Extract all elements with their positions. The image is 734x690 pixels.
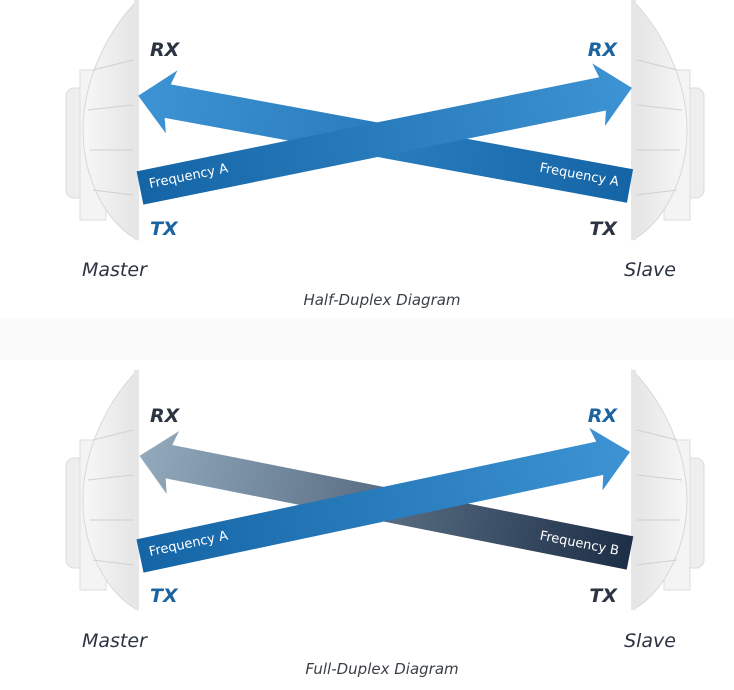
master-rx-label: RX <box>150 39 181 61</box>
arrow-master-to-slave <box>136 63 632 205</box>
half-duplex-section: Frequency A Frequency A RX TX RX TX Mast… <box>65 0 705 309</box>
slave-label: Slave <box>624 630 676 652</box>
slave-dish-icon <box>630 369 705 611</box>
arrow-master-to-slave <box>136 427 631 573</box>
slave-rx-label: RX <box>588 405 619 427</box>
master-dish-icon <box>65 369 140 611</box>
master-dish-icon <box>65 0 140 241</box>
full-duplex-caption: Full-Duplex Diagram <box>305 660 458 678</box>
slave-tx-label: TX <box>589 218 618 240</box>
master-tx-label: TX <box>150 218 179 240</box>
master-rx-label: RX <box>150 405 181 427</box>
master-tx-label: TX <box>150 585 179 607</box>
master-label: Master <box>82 259 148 281</box>
full-duplex-section: Frequency A Frequency B RX TX RX TX Mast… <box>65 369 705 678</box>
slave-label: Slave <box>624 259 676 281</box>
slave-tx-label: TX <box>589 585 618 607</box>
master-label: Master <box>82 630 148 652</box>
slave-dish-icon <box>630 0 705 241</box>
slave-rx-label: RX <box>588 39 619 61</box>
half-duplex-caption: Half-Duplex Diagram <box>303 291 460 309</box>
section-divider <box>0 318 734 360</box>
